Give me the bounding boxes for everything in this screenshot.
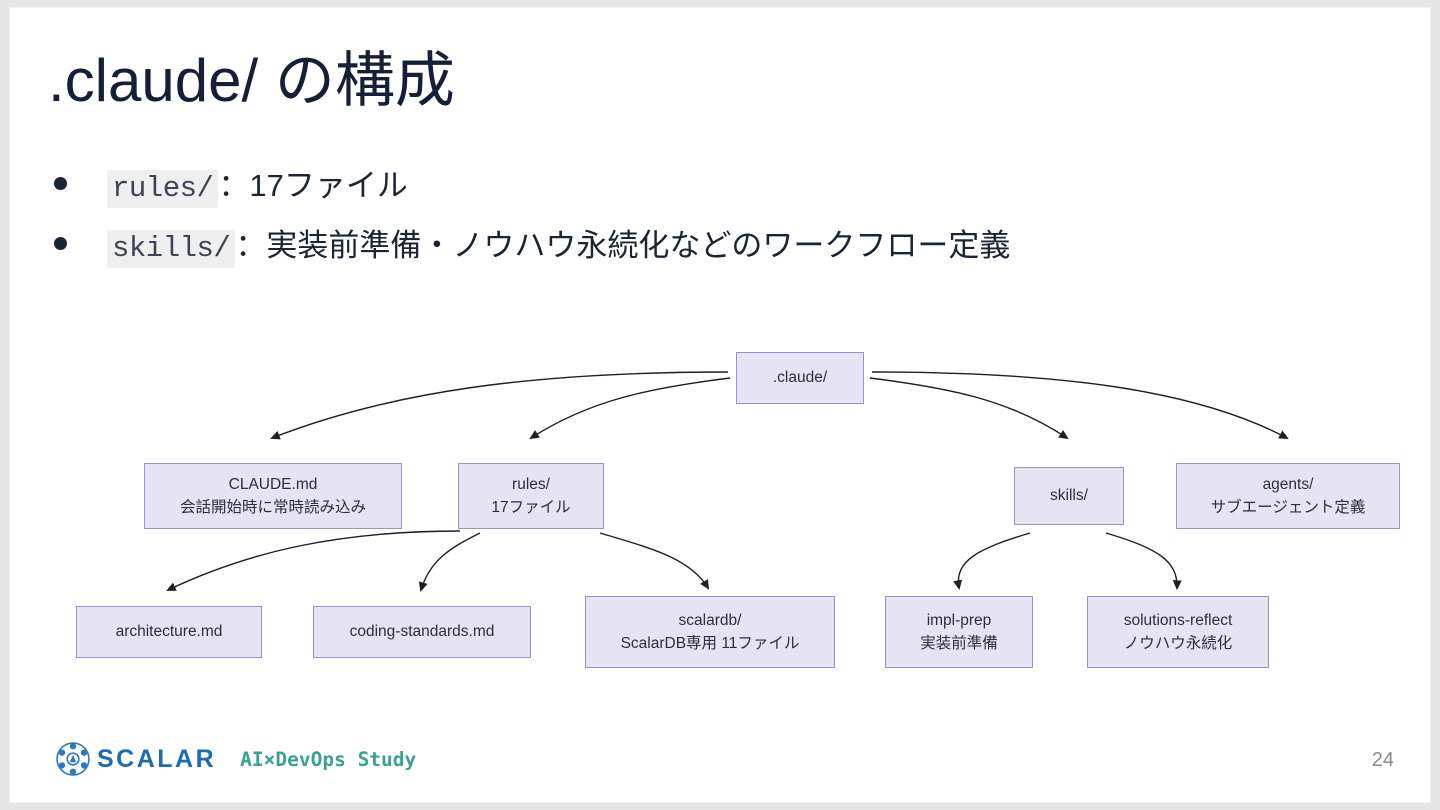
page-number: 24 (1371, 749, 1394, 771)
node-solutions-reflect[interactable]: solutions-reflect ノウハウ永続化 (1087, 596, 1269, 668)
edge-skills-solutions-reflect (1105, 532, 1182, 591)
node-agents[interactable]: agents/ サブエージェント定義 (1176, 463, 1400, 529)
code-chip-skills: skills/ (107, 229, 236, 268)
scalar-logo-icon (56, 742, 90, 776)
node-impl-prep-line1: impl-prep (926, 611, 992, 629)
node-agents-line1: agents/ (1262, 475, 1314, 493)
node-root[interactable]: .claude/ (736, 352, 864, 404)
node-scalardb-line2: ScalarDB専用 11ファイル (620, 635, 800, 652)
bullet-content: rules/：17ファイル (107, 166, 408, 208)
footer-tagline: AI×DevOps Study (240, 747, 417, 771)
page-title: .claude/ の構成 (48, 47, 455, 114)
node-agents-line2: サブエージェント定義 (1210, 499, 1366, 516)
node-coding-standards[interactable]: coding-standards.md (313, 606, 531, 658)
list-item: rules/：17ファイル (54, 166, 1394, 208)
bullet-content: skills/：実装前準備・ノウハウ永続化などのワークフロー定義 (107, 226, 1010, 268)
node-scalardb-line1: scalardb/ (678, 611, 742, 629)
node-skills-line1: skills/ (1050, 487, 1088, 505)
node-rules-line1: rules/ (512, 475, 550, 493)
edge-root-claude-md (270, 371, 729, 440)
edge-root-rules (529, 377, 731, 440)
node-architecture[interactable]: architecture.md (76, 606, 262, 658)
node-solutions-reflect-line2: ノウハウ永続化 (1123, 635, 1233, 652)
bullet-text-skills: ：実装前準備・ノウハウ永続化などのワークフロー定義 (235, 227, 1011, 263)
edge-rules-coding-standards (418, 532, 481, 593)
node-claude-md[interactable]: CLAUDE.md 会話開始時に常時読み込み (144, 463, 402, 529)
node-solutions-reflect-line1: solutions-reflect (1123, 611, 1233, 629)
edge-skills-impl-prep (953, 532, 1031, 591)
node-impl-prep-line2: 実装前準備 (920, 635, 998, 652)
tree-diagram: .claude/ CLAUDE.md 会話開始時に常時読み込み rules/ 1… (10, 326, 1430, 716)
node-scalardb[interactable]: scalardb/ ScalarDB専用 11ファイル (585, 596, 835, 668)
node-rules-line2: 17ファイル (491, 499, 571, 516)
node-rules[interactable]: rules/ 17ファイル (458, 463, 604, 529)
bullet-text-rules: ：17ファイル (218, 168, 408, 203)
bullet-dot-icon (54, 177, 67, 190)
slide-canvas: .claude/ の構成 rules/：17ファイル skills/：実装前準備… (10, 8, 1430, 802)
edge-root-skills (869, 377, 1069, 440)
code-chip-rules: rules/ (107, 170, 219, 208)
footer-brand: SCALAR AI×DevOps Study (56, 742, 416, 776)
node-architecture-line1: architecture.md (115, 623, 223, 641)
node-claude-md-line2: 会話開始時に常時読み込み (179, 499, 366, 516)
node-impl-prep[interactable]: impl-prep 実装前準備 (885, 596, 1033, 668)
node-claude-md-line1: CLAUDE.md (228, 475, 318, 493)
scalar-logo-wordmark: SCALAR (97, 744, 217, 773)
node-skills[interactable]: skills/ (1014, 467, 1124, 525)
list-item: skills/：実装前準備・ノウハウ永続化などのワークフロー定義 (54, 226, 1394, 268)
edge-rules-architecture (166, 530, 461, 591)
node-coding-standards-line1: coding-standards.md (349, 623, 495, 641)
node-root-line1: .claude/ (772, 369, 828, 387)
bullet-dot-icon (54, 236, 67, 250)
edge-rules-scalardb (599, 532, 710, 590)
edge-root-agents (871, 371, 1289, 439)
bullet-list: rules/：17ファイル skills/：実装前準備・ノウハウ永続化などのワー… (54, 166, 1394, 285)
